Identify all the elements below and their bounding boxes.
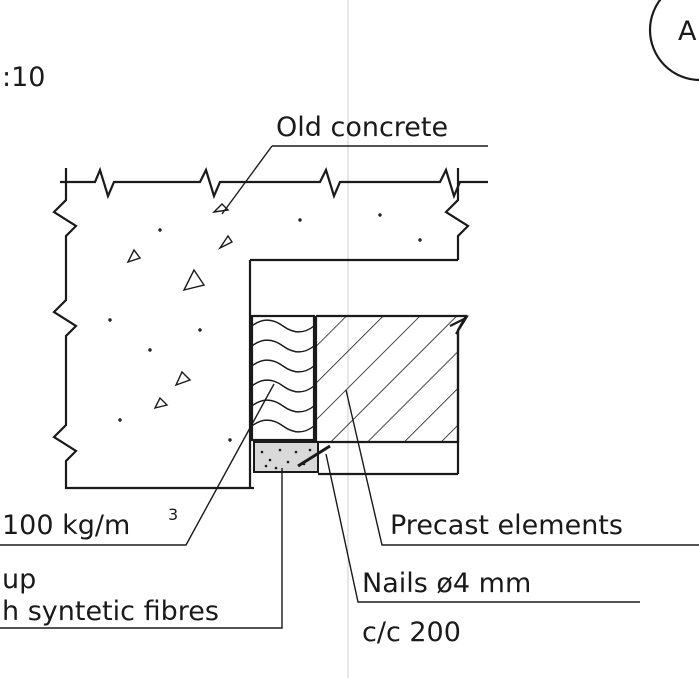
detail-marker: A [648, 0, 699, 82]
label-precast-elements: Precast elements [390, 510, 623, 541]
scale-text: :10 [2, 62, 45, 93]
label-nails-line2: c/c 200 [362, 617, 461, 648]
label-nails-line1: Nails ø4 mm [362, 568, 531, 599]
old-concrete-block [52, 166, 488, 490]
label-old-concrete: Old concrete [276, 112, 448, 143]
label-insulation-density: 100 kg/m [2, 510, 130, 541]
label-grout: up [2, 564, 36, 595]
detail-marker-letter: A [678, 16, 697, 47]
grout-fill [253, 441, 319, 473]
leader-lines [0, 145, 699, 629]
concrete-aggregate-marks [108, 203, 422, 442]
nail [297, 444, 331, 468]
precast-element [314, 314, 470, 444]
label-fibres: h syntetic fibres [2, 596, 219, 627]
insulation-layer [250, 314, 316, 442]
label-insulation-density-sup: 3 [168, 505, 178, 524]
